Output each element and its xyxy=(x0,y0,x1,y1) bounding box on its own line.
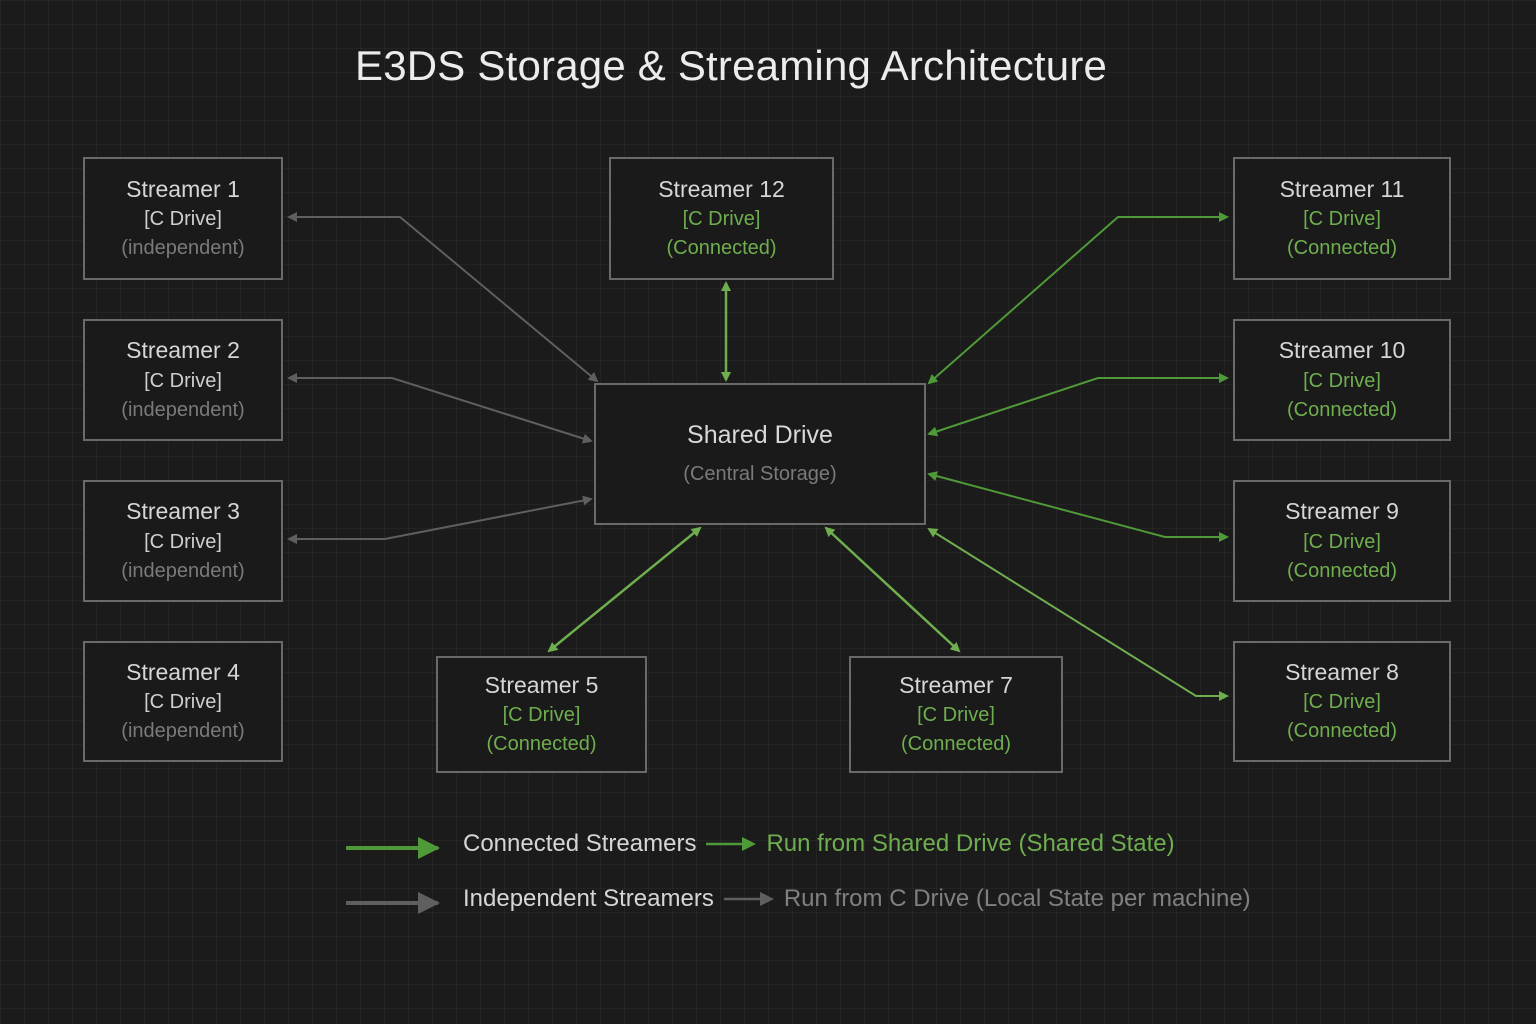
streamer-name: Streamer 10 xyxy=(1278,337,1406,364)
streamer-drive: [C Drive] xyxy=(502,704,581,727)
legend-connected-desc: Run from Shared Drive (Shared State) xyxy=(766,830,1175,857)
arrow-s9 xyxy=(927,471,1229,542)
shared-drive-subtitle: (Central Storage) xyxy=(683,463,837,486)
shared-drive-name: Shared Drive xyxy=(687,420,833,449)
streamer-drive: [C Drive] xyxy=(1303,369,1381,392)
streamer-state: (independent) xyxy=(121,720,245,743)
streamer-9-node: Streamer 9 [C Drive] (Connected) xyxy=(1233,480,1451,602)
streamer-drive: [C Drive] xyxy=(144,208,222,231)
streamer-name: Streamer 4 xyxy=(126,658,240,685)
legend-independent-label: Independent Streamers xyxy=(463,885,714,912)
streamer-state: (independent) xyxy=(121,398,245,421)
streamer-drive: [C Drive] xyxy=(917,704,995,727)
arrow-s1 xyxy=(287,212,599,383)
streamer-1-node: Streamer 1 [C Drive] (independent) xyxy=(83,157,283,280)
legend-connected-label: Connected Streamers xyxy=(463,830,697,857)
legend-connected: Connected Streamers Run from Shared Driv… xyxy=(463,830,1175,858)
streamer-drive: [C Drive] xyxy=(1303,530,1381,553)
streamer-name: Streamer 2 xyxy=(126,337,240,364)
arrow-s5 xyxy=(547,526,702,653)
streamer-2-node: Streamer 2 [C Drive] (independent) xyxy=(83,319,283,441)
arrow-s10 xyxy=(927,373,1229,437)
streamer-name: Streamer 3 xyxy=(126,498,240,525)
streamer-state: (Connected) xyxy=(1286,720,1398,743)
streamer-state: (Connected) xyxy=(666,237,777,260)
streamer-state: (Connected) xyxy=(1286,237,1398,260)
arrow-s2 xyxy=(287,373,593,444)
streamer-state: (independent) xyxy=(121,237,245,260)
arrow-s7 xyxy=(824,526,961,653)
streamer-drive: [C Drive] xyxy=(144,530,222,553)
streamer-state: (Connected) xyxy=(486,733,597,756)
streamer-state: (Connected) xyxy=(1286,398,1398,421)
streamer-name: Streamer 12 xyxy=(658,175,785,202)
arrow-s8 xyxy=(927,527,1229,701)
streamer-name: Streamer 1 xyxy=(126,175,240,202)
streamer-8-node: Streamer 8 [C Drive] (Connected) xyxy=(1233,641,1451,762)
streamer-name: Streamer 7 xyxy=(899,671,1013,698)
streamer-name: Streamer 9 xyxy=(1285,498,1399,525)
streamer-state: (Connected) xyxy=(1286,559,1398,582)
streamer-10-node: Streamer 10 [C Drive] (Connected) xyxy=(1233,319,1451,441)
arrow-s3 xyxy=(287,495,593,544)
streamer-7-node: Streamer 7 [C Drive] (Connected) xyxy=(849,656,1063,773)
streamer-4-node: Streamer 4 [C Drive] (independent) xyxy=(83,641,283,762)
legend-independent: Independent Streamers Run from C Drive (… xyxy=(463,885,1251,913)
streamer-state: (Connected) xyxy=(900,733,1012,756)
streamer-3-node: Streamer 3 [C Drive] (independent) xyxy=(83,480,283,602)
streamer-12-node: Streamer 12 [C Drive] (Connected) xyxy=(609,157,834,280)
streamer-state: (independent) xyxy=(121,559,245,582)
streamer-drive: [C Drive] xyxy=(1303,691,1381,714)
streamer-5-node: Streamer 5 [C Drive] (Connected) xyxy=(436,656,647,773)
arrow-s11 xyxy=(927,212,1229,385)
streamer-drive: [C Drive] xyxy=(144,369,222,392)
streamer-11-node: Streamer 11 [C Drive] (Connected) xyxy=(1233,157,1451,280)
legend-small-arrow-icon xyxy=(723,892,774,906)
streamer-name: Streamer 5 xyxy=(484,671,599,698)
streamer-drive: [C Drive] xyxy=(682,208,761,231)
streamer-drive: [C Drive] xyxy=(144,691,222,714)
streamer-name: Streamer 11 xyxy=(1279,175,1405,202)
legend-independent-desc: Run from C Drive (Local State per machin… xyxy=(783,885,1251,912)
legend-small-arrow-icon xyxy=(706,837,757,851)
streamer-name: Streamer 8 xyxy=(1285,658,1399,685)
shared-drive-node: Shared Drive (Central Storage) xyxy=(594,383,926,525)
streamer-drive: [C Drive] xyxy=(1303,208,1381,231)
diagram-title: E3DS Storage & Streaming Architecture xyxy=(355,42,1108,89)
